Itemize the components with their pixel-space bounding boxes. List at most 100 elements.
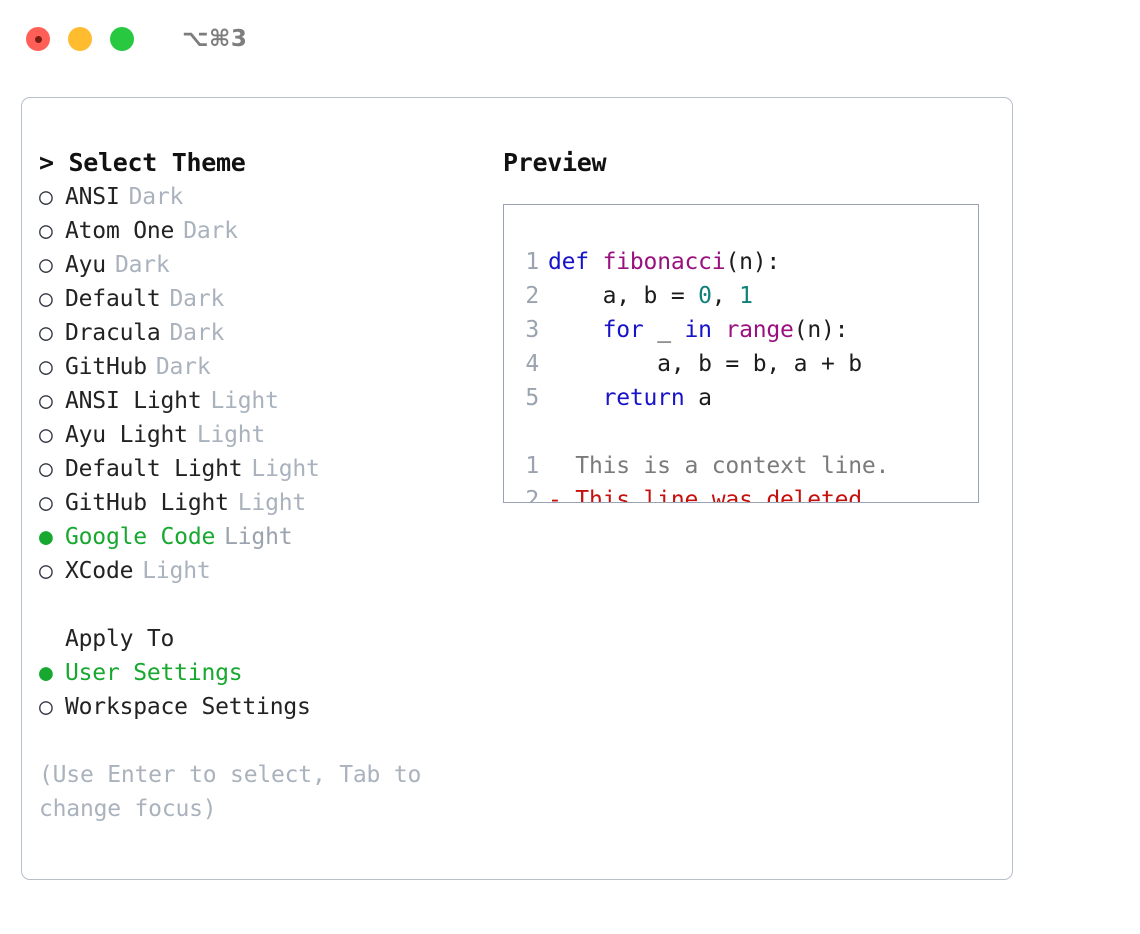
theme-variant-badge: Light — [196, 422, 266, 448]
radio-unselected-icon: ○ — [39, 354, 53, 380]
code-token-pl: a, b = — [548, 283, 699, 309]
radio-unselected-icon: ○ — [39, 218, 53, 244]
code-line: 5 return a — [504, 381, 978, 415]
radio-unselected-icon: ○ — [39, 456, 53, 482]
theme-option-default[interactable]: ○ Default Dark — [39, 282, 489, 316]
code-token-pl: a, b = b, a + b — [548, 351, 862, 377]
code-token-pl — [548, 317, 603, 343]
code-token-kw: return — [602, 385, 685, 411]
title-bar: ⌥⌘3 — [0, 0, 1140, 78]
diff-line-number: 1 — [525, 453, 539, 479]
apply-to-option-label: User Settings — [65, 660, 243, 686]
code-line-content: return a — [548, 381, 712, 415]
keyboard-hint-text: (Use Enter to select, Tab to change focu… — [39, 762, 422, 822]
code-line-number: 1 — [525, 249, 539, 275]
code-line-number: 5 — [525, 385, 539, 411]
theme-option-ayu-light[interactable]: ○ Ayu Light Light — [39, 418, 489, 452]
code-token-kw: for — [602, 317, 644, 343]
apply-to-option-workspace-settings[interactable]: ○Workspace Settings — [39, 690, 489, 724]
theme-variant-badge: Dark — [169, 286, 225, 312]
code-token-pl: (n): — [793, 317, 849, 343]
radio-unselected-icon: ○ — [39, 252, 53, 278]
code-token-pl: (n): — [725, 249, 781, 275]
code-token-fn: range — [725, 317, 794, 343]
theme-option-dracula[interactable]: ○ Dracula Dark — [39, 316, 489, 350]
traffic-light-group — [26, 27, 134, 51]
code-line: 1 def fibonacci(n): — [504, 245, 978, 279]
diff-line-content: - This line was deleted. — [548, 483, 876, 502]
code-token-pl — [589, 249, 603, 275]
code-line-number: 2 — [525, 283, 539, 309]
diff-line-ctx: 1 This is a context line. — [504, 449, 978, 483]
theme-option-github[interactable]: ○ GitHub Dark — [39, 350, 489, 384]
select-theme-heading: > Select Theme — [39, 148, 246, 177]
radio-unselected-icon: ○ — [39, 286, 53, 312]
theme-option-label: ANSI — [65, 184, 120, 210]
code-line: 3 for _ in range(n): — [504, 313, 978, 347]
theme-variant-badge: Dark — [183, 218, 238, 244]
code-line-number: 3 — [525, 317, 539, 343]
radio-unselected-icon: ○ — [39, 184, 53, 210]
diff-line-del: 2 - This line was deleted. — [504, 483, 978, 503]
radio-unselected-icon: ○ — [39, 422, 53, 448]
radio-unselected-icon: ○ — [39, 694, 53, 720]
radio-unselected-icon: ○ — [39, 558, 53, 584]
theme-variant-badge: Light — [224, 524, 293, 550]
theme-option-label: Dracula — [65, 320, 161, 346]
code-token-pl: , — [711, 283, 740, 309]
theme-option-label: GitHub — [65, 354, 147, 380]
diff-marker — [548, 453, 575, 479]
apply-to-option-user-settings[interactable]: ● User Settings — [39, 656, 489, 690]
code-line-content: a, b = 0, 1 — [548, 279, 753, 313]
code-token-kw: in — [684, 317, 712, 343]
code-line: 2 a, b = 0, 1 — [504, 279, 978, 313]
close-window-button[interactable] — [26, 27, 50, 51]
theme-option-label: Default — [65, 286, 161, 312]
code-token-pl: a — [684, 385, 712, 411]
theme-option-label: ANSI Light — [65, 388, 202, 414]
theme-option-label: Ayu Light — [65, 422, 188, 448]
theme-variant-badge: Light — [251, 456, 320, 482]
theme-option-default-light[interactable]: ○ Default Light Light — [39, 452, 489, 486]
theme-variant-badge: Light — [237, 490, 307, 516]
code-line-content: def fibonacci(n): — [548, 245, 780, 279]
theme-variant-badge: Dark — [155, 354, 211, 380]
theme-variant-badge: Light — [210, 388, 279, 414]
theme-option-label: Google Code — [65, 524, 216, 550]
diff-text: This is a context line. — [575, 453, 890, 479]
radio-unselected-icon: ○ — [39, 320, 53, 346]
theme-option-ayu[interactable]: ○ Ayu Dark — [39, 248, 489, 282]
code-token-fn: fibonacci — [602, 249, 726, 275]
theme-variant-badge: Dark — [169, 320, 225, 346]
code-line-number: 4 — [525, 351, 539, 377]
theme-variant-badge: Dark — [114, 252, 170, 278]
minimize-window-button[interactable] — [68, 27, 92, 51]
diff-line-number: 2 — [525, 487, 539, 503]
maximize-window-button[interactable] — [110, 27, 134, 51]
radio-unselected-icon: ○ — [39, 490, 53, 516]
code-line: 4 a, b = b, a + b — [504, 347, 978, 381]
theme-option-label: Ayu — [65, 252, 106, 278]
keyboard-shortcut-label: ⌥⌘3 — [182, 26, 248, 52]
theme-variant-badge: Light — [142, 558, 211, 584]
theme-option-ansi-light[interactable]: ○ ANSI Light Light — [39, 384, 489, 418]
theme-option-label: Default Light — [65, 456, 243, 482]
code-token-num: 0 — [698, 283, 712, 309]
code-token-pl — [712, 317, 726, 343]
radio-selected-icon: ● — [39, 660, 53, 686]
radio-unselected-icon: ○ — [39, 388, 53, 414]
code-token-pl: _ — [643, 317, 685, 343]
code-diff-gap — [504, 415, 978, 449]
